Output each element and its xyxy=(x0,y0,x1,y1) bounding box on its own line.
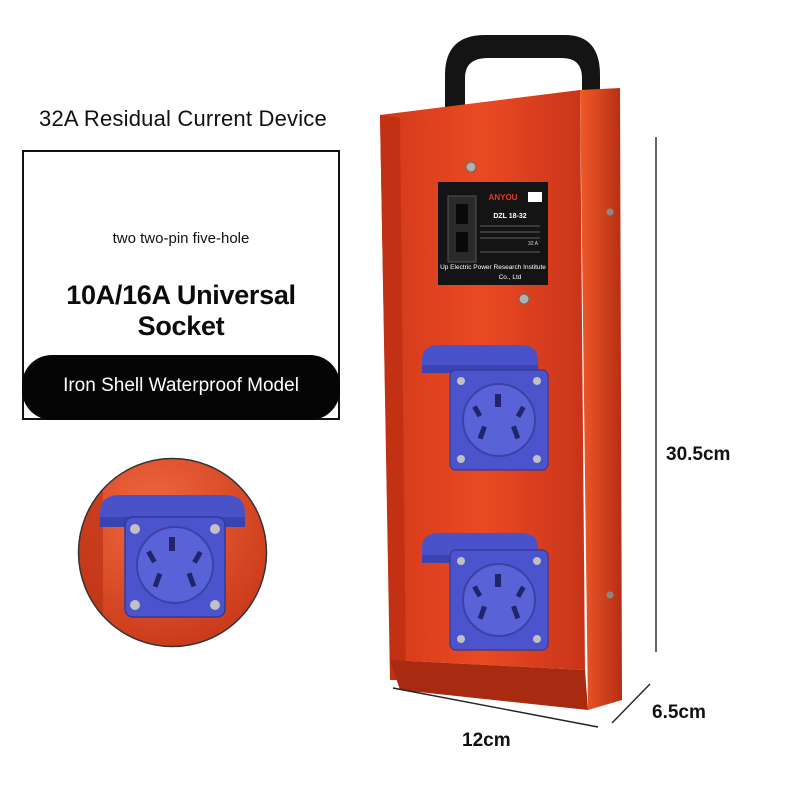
depth-dimension: 6.5cm xyxy=(652,702,706,723)
socket-description: two two-pin five-hole xyxy=(112,230,250,247)
breaker-model: DZL 18-32 xyxy=(493,213,526,220)
socket-lid-icon xyxy=(100,495,245,523)
distribution-box: ANYOU DZL 18-32 32 A Up Electric Power R… xyxy=(380,35,622,710)
socket-upper xyxy=(422,345,549,471)
socket-zoom-circle xyxy=(77,457,268,648)
height-dimension: 30.5cm xyxy=(666,444,731,465)
circuit-breaker-icon: ANYOU DZL 18-32 32 A Up Electric Power R… xyxy=(438,182,548,285)
power-handle-icon xyxy=(445,35,600,120)
socket-headline: 10A/16A Universal Socket xyxy=(66,280,296,341)
breaker-rating: 32 A xyxy=(528,241,539,247)
breaker-institute: Up Electric Power Research Institute xyxy=(440,264,546,271)
breaker-company: Co., Ltd xyxy=(499,274,522,281)
model-pill xyxy=(22,355,340,420)
top-title: 32A Residual Current Device xyxy=(39,106,327,131)
socket-lower xyxy=(422,533,549,651)
breaker-brand: ANYOU xyxy=(489,193,518,202)
width-dimension: 12cm xyxy=(462,730,511,751)
model-pill-label: Iron Shell Waterproof Model xyxy=(63,375,299,396)
